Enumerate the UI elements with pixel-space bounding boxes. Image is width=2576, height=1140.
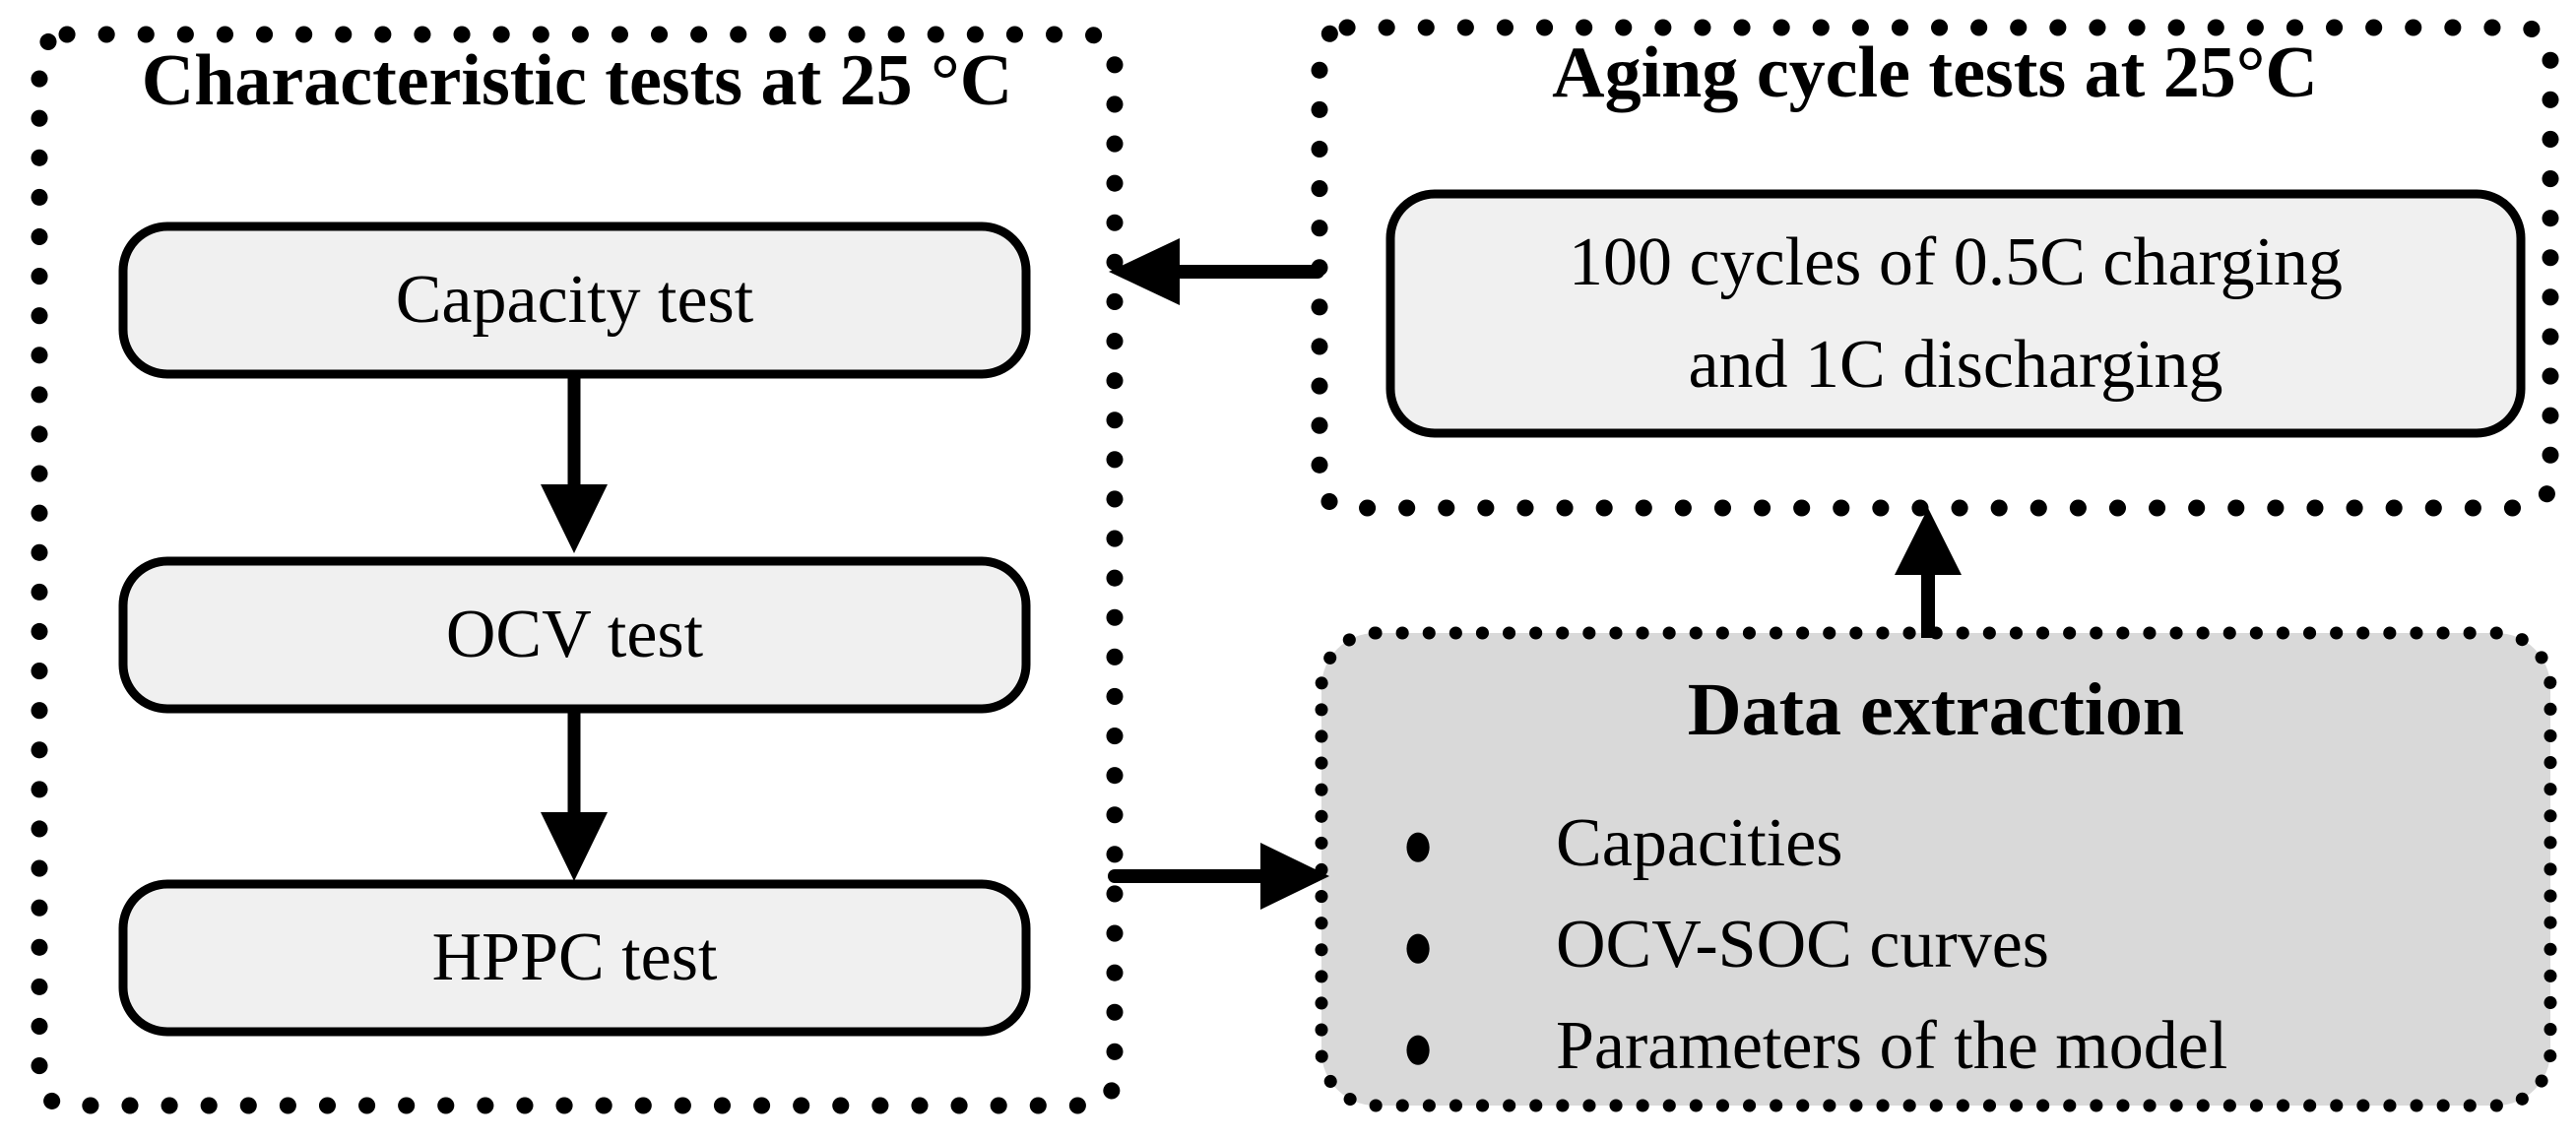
aging-cycles-line2: and 1C discharging	[1688, 326, 2223, 403]
arrow-capacity-to-ocv-icon	[541, 377, 608, 553]
ocv-test-label: OCV test	[445, 597, 704, 672]
capacity-test-box	[118, 222, 1031, 379]
list-item-label: OCV-SOC curves	[1556, 906, 2050, 982]
hppc-test-box	[118, 879, 1031, 1037]
characteristic-panel-title: Characteristic tests at 25 °C	[141, 40, 1013, 121]
arrow-characteristic-to-data-icon	[1108, 843, 1329, 910]
bullet-icon: ●	[1401, 906, 1435, 983]
aging-cycles-box	[1385, 189, 2526, 438]
list-item-label: Parameters of the model	[1556, 1007, 2228, 1084]
aging-panel-title: Aging cycle tests at 25°C	[1552, 32, 2318, 113]
list-item: ● Parameters of the model	[1396, 995, 2548, 1097]
arrow-ocv-to-hppc-icon	[541, 712, 608, 881]
list-item: ● OCV-SOC curves	[1396, 894, 2548, 995]
list-item: ● Capacities	[1396, 792, 2548, 894]
data-extraction-panel	[1315, 626, 2557, 1112]
aging-cycles-label: 100 cycles of 0.5C charging and 1C disch…	[1390, 194, 2521, 433]
data-extraction-list: ● Capacities ● OCV-SOC curves ● Paramete…	[1396, 792, 2548, 1097]
capacity-test-label: Capacity test	[395, 262, 754, 338]
bullet-icon: ●	[1401, 1007, 1435, 1085]
characteristic-panel-border	[31, 26, 1124, 1114]
aging-cycles-line1: 100 cycles of 0.5C charging	[1568, 223, 2344, 300]
list-item-label: Capacities	[1556, 804, 1843, 881]
hppc-test-label: HPPC test	[431, 919, 718, 995]
bullet-icon: ●	[1401, 804, 1435, 882]
ocv-test-box	[118, 556, 1031, 714]
data-extraction-title: Data extraction	[1687, 668, 2185, 751]
arrow-aging-to-characteristic-icon	[1109, 238, 1324, 305]
arrow-data-to-aging-icon	[1895, 508, 1962, 638]
